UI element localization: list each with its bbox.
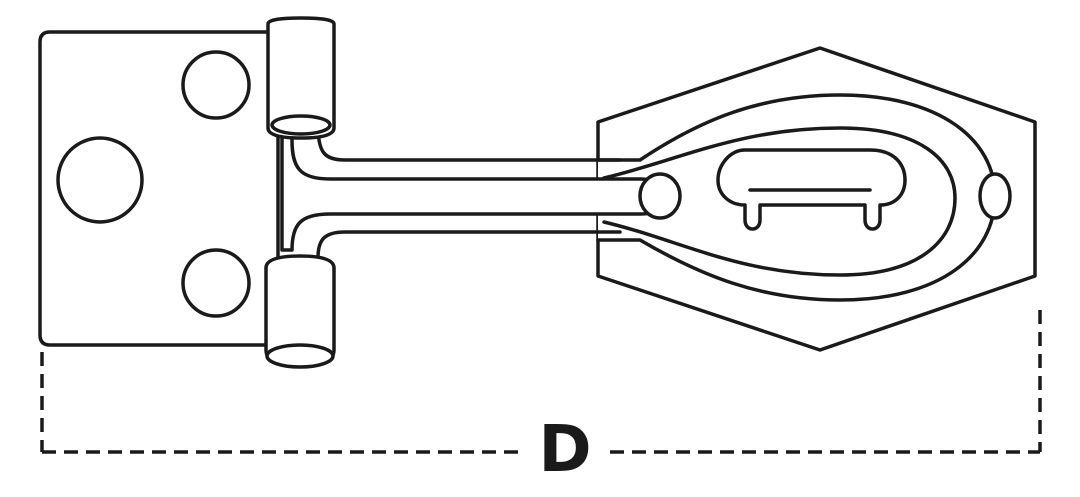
hinge-knuckle-top-end: [270, 114, 332, 136]
hinge-knuckle-bottom-end: [265, 343, 335, 369]
dimension-line: [40, 310, 1042, 454]
screw-hole-middle: [56, 136, 144, 224]
rivet-left: [638, 172, 682, 220]
rivet-right: [978, 172, 1012, 220]
hinge-knuckle-top: [266, 16, 336, 140]
screw-hole-top: [181, 50, 251, 120]
screw-hole-bottom: [181, 248, 251, 318]
hinge-arm-inner-bottom: [316, 230, 622, 260]
hinge-arm-inner-top: [316, 123, 622, 162]
dimension-label: D: [520, 410, 610, 490]
